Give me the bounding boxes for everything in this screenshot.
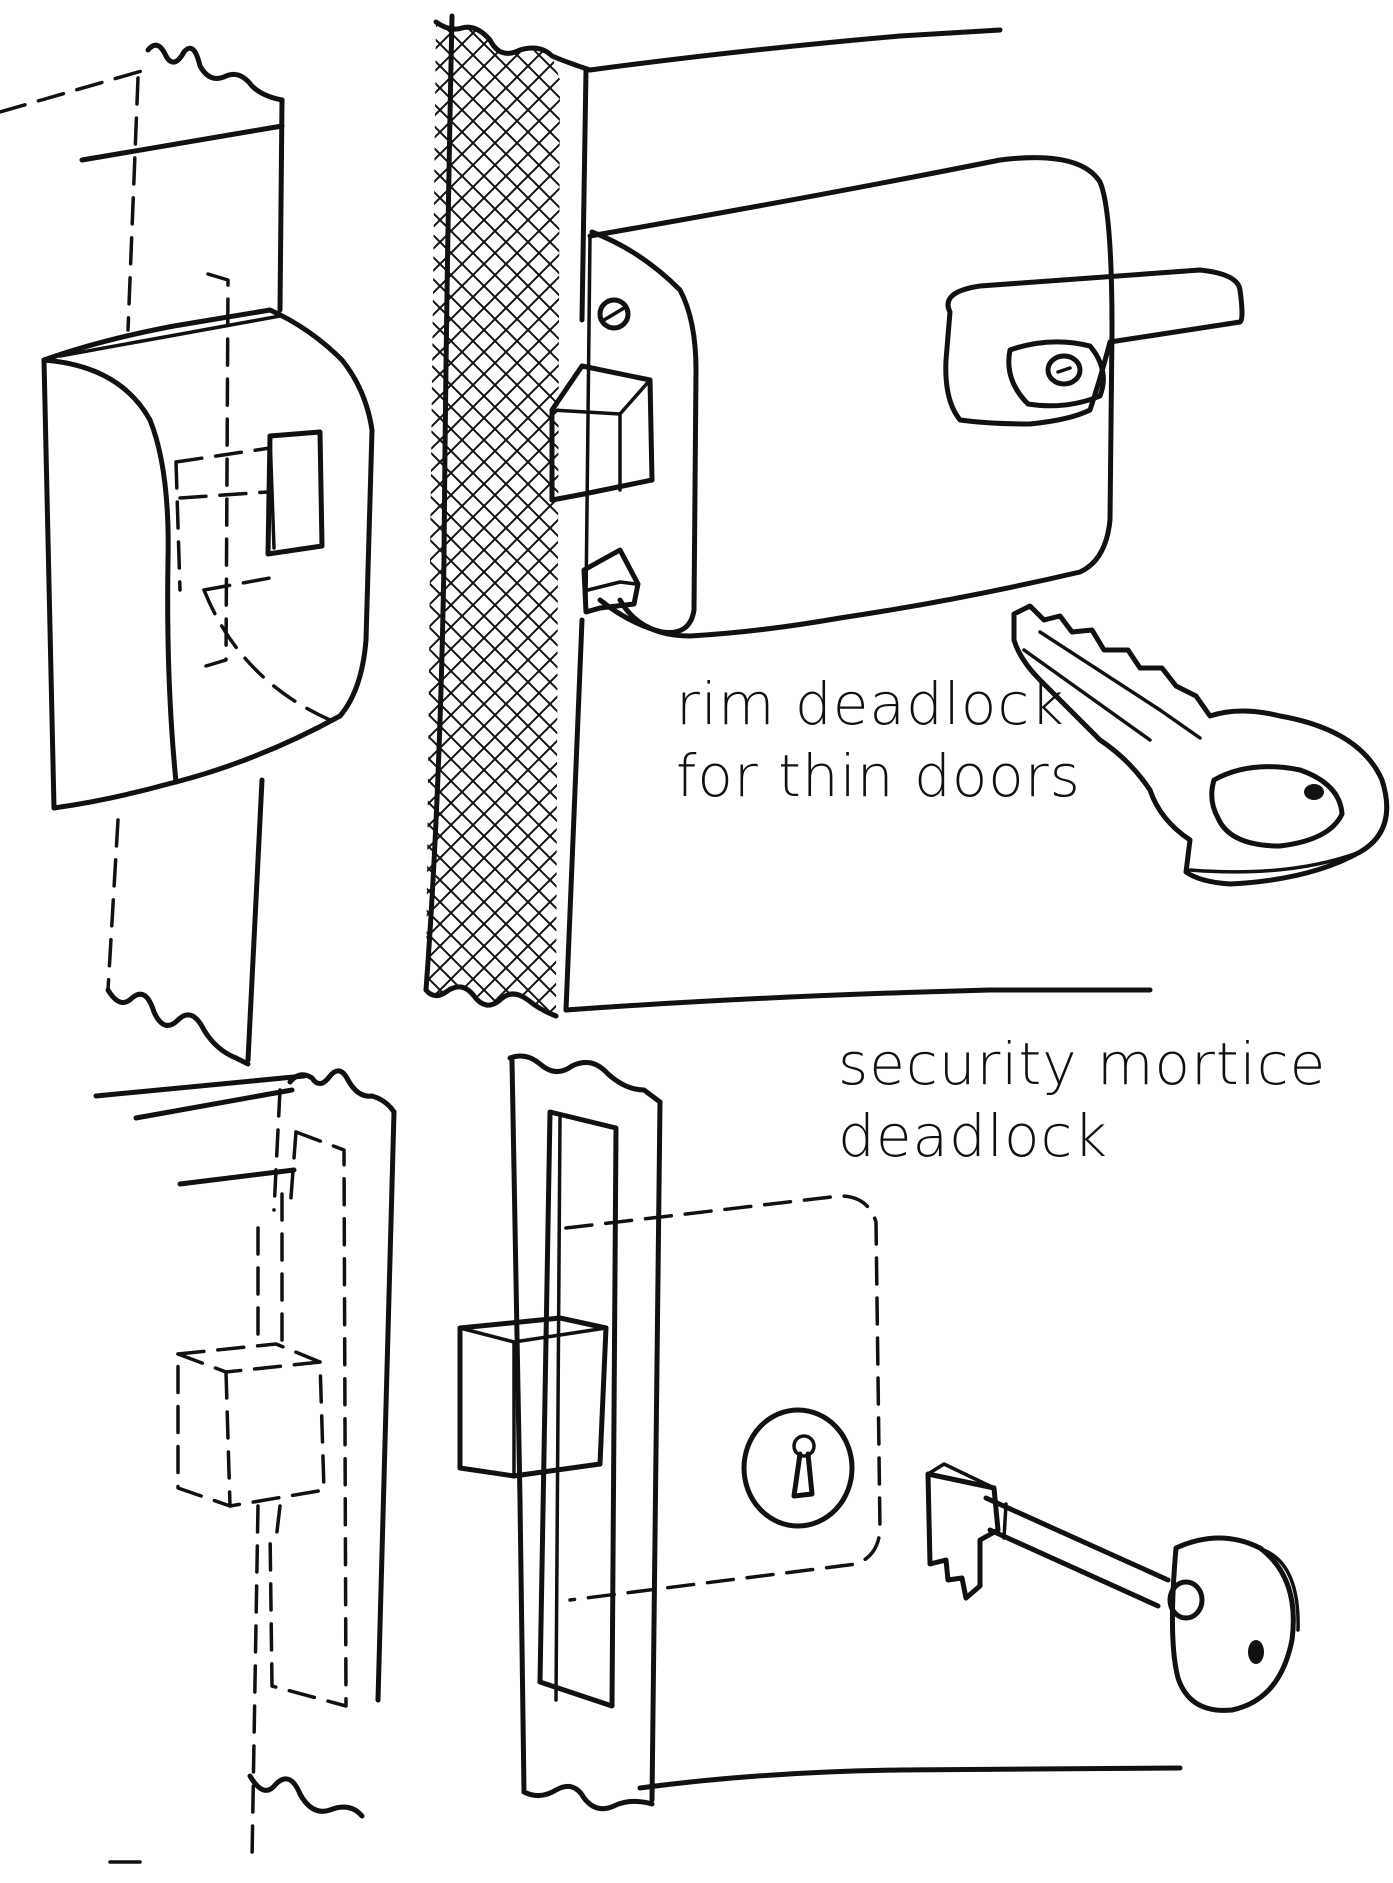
door-edge-hatched	[423, 13, 1153, 1019]
mortice-deadlock-case	[457, 1053, 1183, 1812]
rim-deadlock-staple	[0, 42, 375, 1067]
rim-deadlock-case	[549, 155, 1245, 639]
rim-deadlock-key	[1011, 603, 1390, 887]
mortice-lever-key	[925, 1462, 1300, 1713]
rim-caption-line-1: rim deadlock	[676, 670, 1065, 738]
mortice-caption-line-2: deadlock	[838, 1102, 1108, 1170]
mortice-deadlock-caption: security mortice deadlock	[838, 1028, 1326, 1172]
mortice-caption-line-1: security mortice	[838, 1030, 1327, 1098]
mortice-box-keep	[93, 1068, 397, 1864]
rim-caption-line-2: for thin doors	[676, 742, 1081, 810]
rim-deadlock-caption: rim deadlock for thin doors	[676, 668, 1081, 812]
